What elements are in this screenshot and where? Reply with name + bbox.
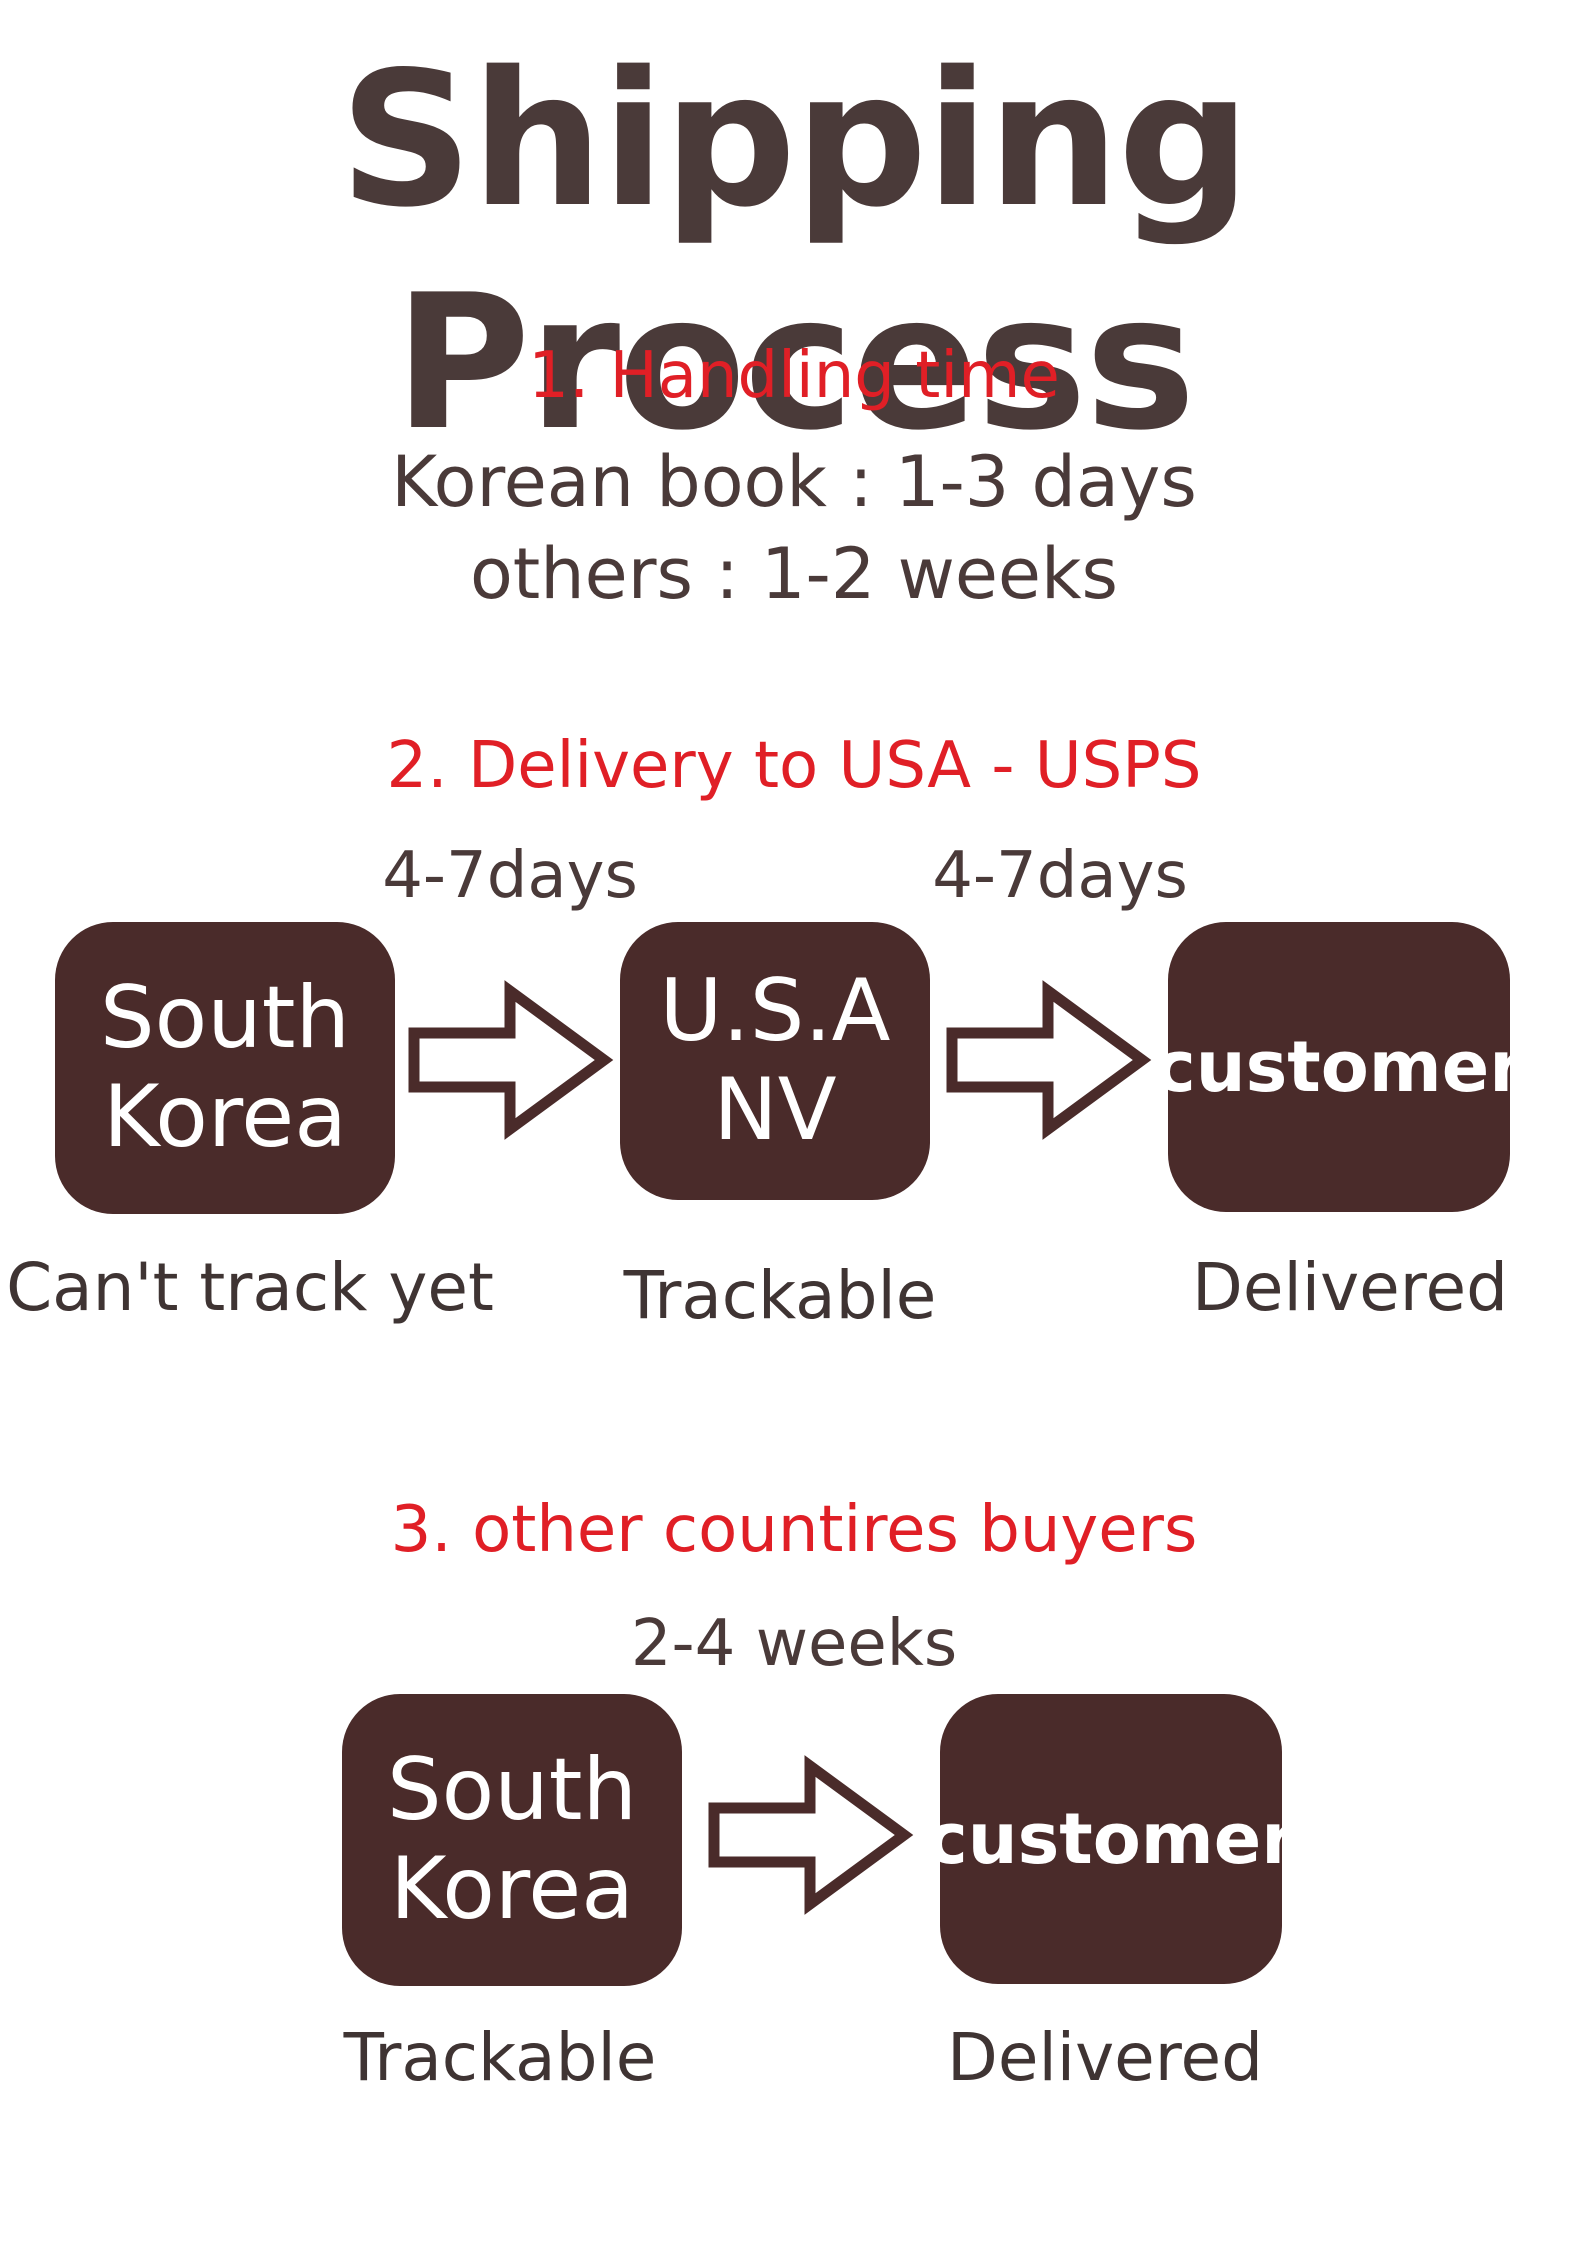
duration-other-countries: 2-4 weeks: [630, 1607, 958, 1681]
node-label-line: Korea: [390, 1839, 634, 1939]
node-usa-nv: U.S.A NV: [620, 922, 930, 1200]
caption-trackable: Trackable: [623, 1257, 937, 1334]
node-customer: customer: [1168, 922, 1510, 1212]
handling-time-korean-book: Korean book : 1-3 days: [391, 441, 1197, 523]
node-label-line: South: [100, 968, 350, 1069]
node-label-line: South: [387, 1740, 637, 1841]
right-arrow-icon: [408, 980, 614, 1140]
node-label-line: customer: [940, 1797, 1282, 1880]
caption-delivered: Delivered: [1192, 1249, 1508, 1326]
duration-korea-to-usa: 4-7days: [382, 839, 638, 913]
node-south-korea-intl: South Korea: [342, 1694, 682, 1986]
section-2-heading: 2. Delivery to USA - USPS: [386, 729, 1202, 803]
caption-trackable-intl: Trackable: [343, 2019, 657, 2096]
right-arrow-icon: [708, 1755, 914, 1915]
node-label-line: U.S.A: [659, 961, 891, 1062]
node-south-korea: South Korea: [55, 922, 395, 1214]
node-label-line: Korea: [103, 1067, 347, 1167]
handling-time-others: others : 1-2 weeks: [469, 533, 1118, 615]
right-arrow-icon: [946, 980, 1152, 1140]
section-3-heading: 3. other countires buyers: [390, 1493, 1198, 1567]
page-title: Shipping Process: [339, 31, 1251, 472]
node-label-line: NV: [713, 1060, 837, 1160]
node-customer-intl: customer: [940, 1694, 1282, 1984]
node-label-line: customer: [1168, 1025, 1510, 1108]
caption-delivered-intl: Delivered: [947, 2019, 1263, 2096]
duration-usa-to-customer: 4-7days: [932, 839, 1188, 913]
section-1-heading: 1. Handling time: [528, 339, 1060, 413]
caption-cant-track-yet: Can't track yet: [6, 1249, 494, 1326]
